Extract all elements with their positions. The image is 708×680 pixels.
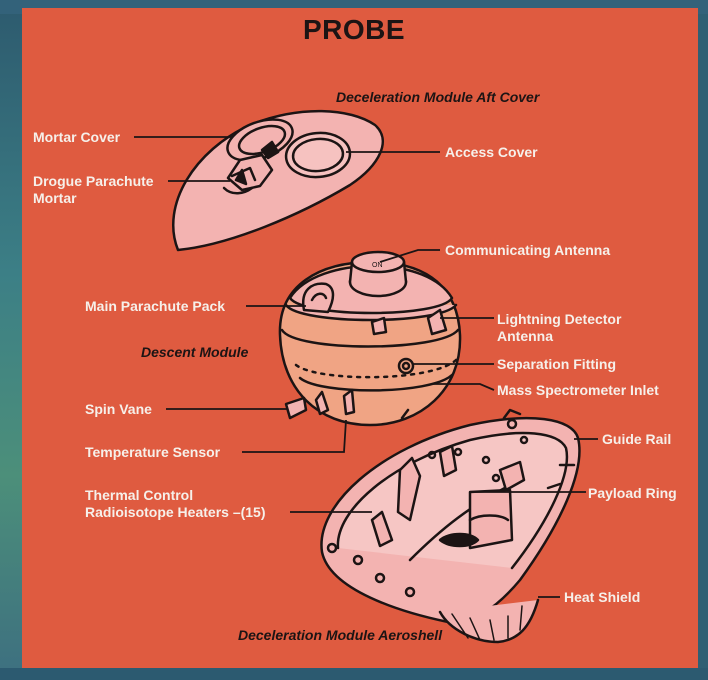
label-lightning-line2: Antenna [497,328,553,345]
label-aeroshell: Deceleration Module Aeroshell [238,627,442,644]
label-separation-fitting: Separation Fitting [497,356,616,373]
label-guide-rail: Guide Rail [602,431,671,448]
label-drogue-line2: Mortar [33,190,77,207]
descent-module-part: ON [280,252,460,425]
label-lightning-line1: Lightning Detector [497,311,621,328]
diagram-title: PROBE [0,14,708,46]
aeroshell-part [321,410,579,642]
label-drogue-line1: Drogue Parachute [33,173,154,190]
label-spin-vane: Spin Vane [85,401,152,418]
label-thermal-line1: Thermal Control [85,487,193,504]
svg-text:ON: ON [372,262,383,269]
label-descent-module: Descent Module [141,344,248,361]
label-main-parachute: Main Parachute Pack [85,298,225,315]
leader-temp-sensor [242,420,346,452]
label-payload-ring: Payload Ring [588,485,677,502]
label-mortar-cover: Mortar Cover [33,129,120,146]
label-thermal-line2: Radioisotope Heaters –(15) [85,504,266,521]
label-aft-cover: Deceleration Module Aft Cover [336,89,539,106]
label-heat-shield: Heat Shield [564,589,640,606]
label-mass-spectrometer: Mass Spectrometer Inlet [497,382,659,399]
label-comm-antenna: Communicating Antenna [445,242,610,259]
label-access-cover: Access Cover [445,144,538,161]
label-temperature-sensor: Temperature Sensor [85,444,220,461]
